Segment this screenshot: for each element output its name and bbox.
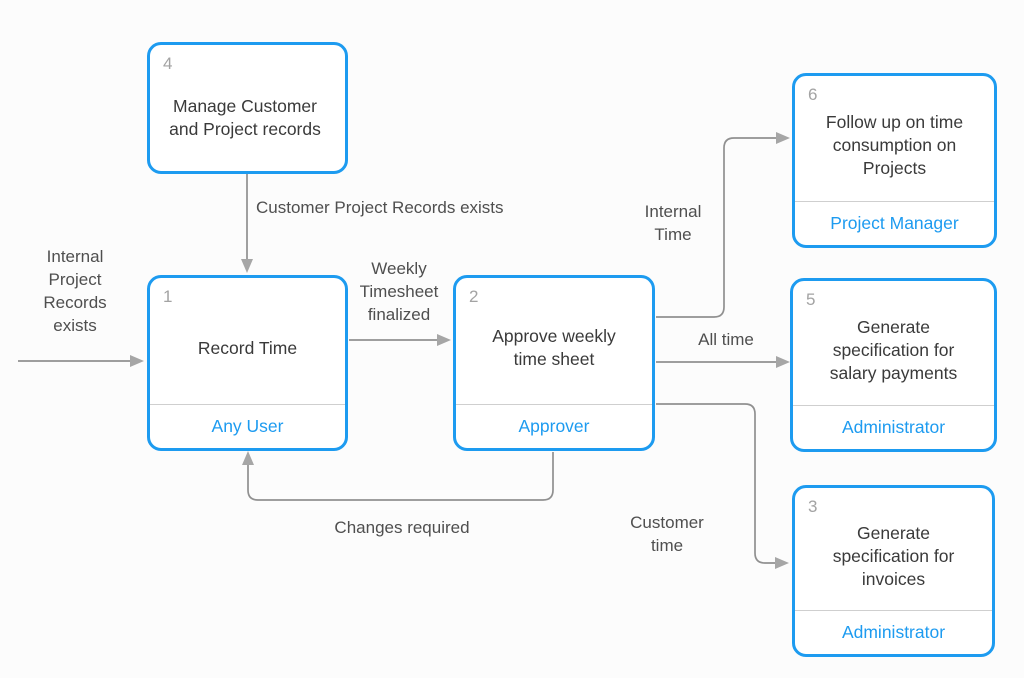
node-role: Administrator [793,405,994,449]
node-follow-up-time-consumption: 6 Follow up on time consumption on Proje… [792,73,997,248]
node-number: 3 [808,497,818,516]
node-role: Administrator [795,610,992,654]
node-manage-customer-project-records: 4 Manage Customer and Project records [147,42,348,174]
node-number: 1 [163,287,173,306]
node-number: 4 [163,54,173,73]
node-title: Generate specification for salary paymen… [829,316,958,383]
node-generate-salary-specification: 5 Generate specification for salary paym… [790,278,997,452]
edge-label-changes-required: Changes required [334,518,470,537]
node-title: Manage Customer and Project records [169,96,321,139]
edge-label-weekly-timesheet-finalized: Weekly Timesheet finalized [359,259,439,324]
node-role: Project Manager [795,201,994,245]
edge-label-internal-project-records-exists: Internal Project Records exists [43,247,107,335]
node-title: Generate specification for invoices [832,522,955,589]
node-generate-invoice-specification: 3 Generate specification for invoices Ad… [792,485,995,657]
node-record-time: 1 Record Time Any User [147,275,348,451]
node-number: 5 [806,290,816,309]
node-title: Approve weekly time sheet [492,326,616,369]
node-number: 2 [469,287,479,306]
edge-label-customer-time: Customer time [630,513,704,555]
node-role: Any User [150,404,345,448]
edge-approve-back-to-record-time [242,451,554,501]
node-title: Record Time [197,337,298,358]
node-approve-weekly-timesheet: 2 Approve weekly time sheet Approver [453,275,655,451]
edge-label-customer-project-records-exists: Customer Project Records exists [256,198,504,217]
node-title: Follow up on time consumption on Project… [825,112,964,178]
edge-label-internal-time: Internal Time [644,202,702,244]
node-role: Approver [456,404,652,448]
edge-label-all-time: All time [698,330,754,349]
node-number: 6 [808,85,818,104]
